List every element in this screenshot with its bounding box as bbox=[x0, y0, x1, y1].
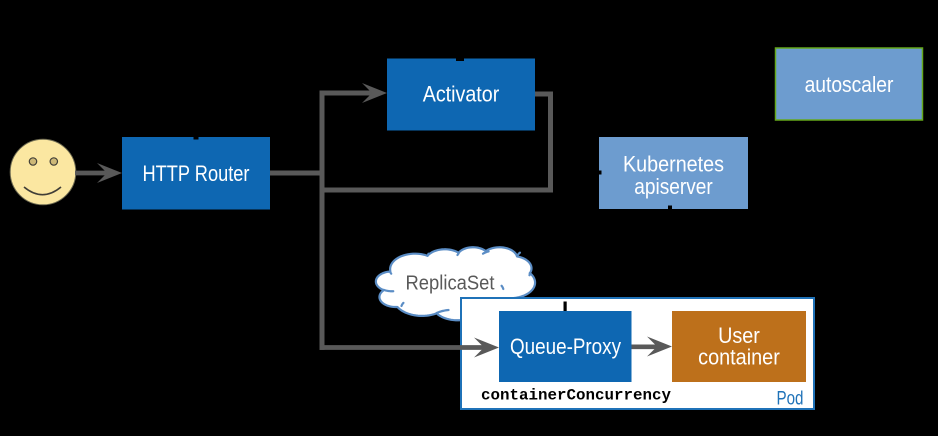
svg-text:ReplicaSet: ReplicaSet bbox=[406, 273, 495, 295]
svg-text:HTTP Router: HTTP Router bbox=[143, 161, 250, 186]
svg-text:containerConcurrency: containerConcurrency bbox=[481, 387, 671, 405]
svg-text:Queue-Proxy: Queue-Proxy bbox=[510, 334, 622, 359]
svg-text:Kubernetes: Kubernetes bbox=[623, 151, 724, 176]
svg-text:Activator: Activator bbox=[423, 82, 500, 107]
svg-text:apiserver: apiserver bbox=[634, 174, 713, 199]
svg-text:container: container bbox=[698, 345, 780, 370]
svg-text:Pod: Pod bbox=[777, 387, 804, 409]
svg-text:User: User bbox=[718, 323, 760, 348]
svg-text:autoscaler: autoscaler bbox=[805, 72, 894, 97]
